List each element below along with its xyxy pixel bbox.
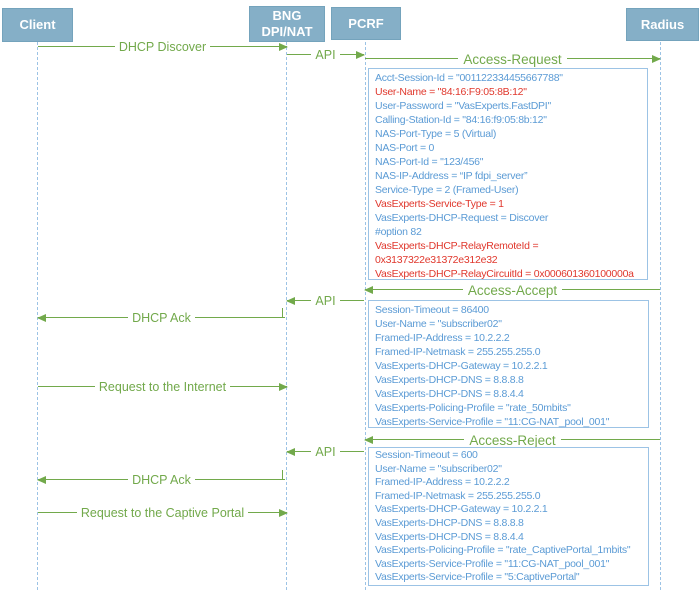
attribute-row: NAS-Port-Type = 5 (Virtual) (375, 128, 497, 140)
message-access-reject: Access-Reject (365, 432, 660, 448)
message-label-request-captive-portal: Request to the Captive Portal (76, 506, 249, 520)
attribute-row: VasExperts-Policing-Profile = "rate_Capt… (375, 544, 631, 557)
message-label-access-reject: Access-Reject (464, 432, 561, 448)
actor-client-label: Client (19, 17, 56, 32)
attribute-row: Service-Type = 2 (Framed-User) (375, 184, 519, 196)
attribute-row: VasExperts-DHCP-DNS = 8.8.8.8 (375, 374, 524, 386)
attribute-row: User-Name = "84:16:F9:05:8B:12" (375, 86, 527, 98)
actor-client: Client (2, 8, 73, 42)
lifeline-pcrf (365, 42, 366, 590)
attribute-row: Framed-IP-Address = 10.2.2.2 (375, 476, 510, 489)
attribute-row: VasExperts-Service-Type = 1 (375, 198, 504, 210)
attribute-row: VasExperts-DHCP-Gateway = 10.2.2.1 (375, 360, 548, 372)
message-access-accept: Access-Accept (365, 282, 660, 298)
lifeline-radius (660, 42, 661, 590)
message-label-dhcp-ack: DHCP Ack (128, 311, 195, 325)
message-label-dhcp-ack: DHCP Ack (128, 473, 195, 487)
attribute-row: Session-Timeout = 86400 (375, 304, 489, 316)
actor-bng: BNG DPI/NAT (249, 6, 325, 42)
attribute-row: VasExperts-DHCP-DNS = 8.8.4.4 (375, 530, 524, 543)
attribute-row: VasExperts-Service-Profile = "11:CG-NAT_… (375, 416, 610, 428)
message-dhcp-ack-2: DHCP Ack (38, 470, 285, 488)
attribute-row: VasExperts-DHCP-Gateway = 10.2.2.1 (375, 503, 548, 516)
attribute-row: NAS-Port-Id = "123/456" (375, 156, 484, 168)
access-request-attributes-box: Acct-Session-Id = "001122334455667788" Us… (368, 68, 648, 280)
attribute-row: NAS-Port = 0 (375, 142, 435, 154)
attribute-row: Framed-IP-Netmask = 255.255.255.0 (375, 346, 541, 358)
attribute-row: VasExperts-Policing-Profile = "rate_50mb… (375, 402, 571, 414)
message-dhcp-discover: DHCP Discover (38, 39, 287, 55)
message-api-reject: API (287, 444, 364, 460)
actor-pcrf: PCRF (331, 7, 401, 40)
message-label-dhcp-discover: DHCP Discover (114, 40, 211, 54)
message-label-api: API (311, 294, 340, 308)
message-request-captive-portal: Request to the Captive Portal (38, 505, 287, 521)
actor-bng-label-line2: DPI/NAT (261, 24, 313, 39)
attribute-row: VasExperts-DHCP-DNS = 8.8.4.4 (375, 388, 524, 400)
attribute-row: User-Password = "VasExperts.FastDPI" (375, 100, 551, 112)
connector-elbow (281, 470, 283, 480)
message-label-access-accept: Access-Accept (462, 282, 563, 298)
actor-pcrf-label: PCRF (348, 15, 384, 31)
attribute-row: Calling-Station-Id = "84:16:f9:05:8b:12" (375, 114, 547, 126)
message-api-accept: API (287, 293, 364, 309)
actor-radius: Radius (626, 8, 699, 41)
attribute-row: #option 82 (375, 226, 422, 238)
lifeline-bng (286, 42, 287, 590)
message-label-request-internet: Request to the Internet (94, 380, 231, 394)
attribute-row: VasExperts-Service-Profile = "11:CG-NAT_… (375, 557, 610, 570)
attribute-row: Framed-IP-Address = 10.2.2.2 (375, 332, 510, 344)
attribute-row: VasExperts-DHCP-RelayRemoteId = (375, 240, 539, 252)
message-label-api: API (311, 48, 340, 62)
message-api-request: API (287, 47, 364, 63)
message-label-api: API (311, 445, 340, 459)
attribute-row: VasExperts-DHCP-Request = Discover (375, 212, 549, 224)
attribute-row: Framed-IP-Netmask = 255.255.255.0 (375, 489, 541, 502)
message-access-request: Access-Request (365, 51, 660, 67)
attribute-row: VasExperts-DHCP-DNS = 8.8.8.8 (375, 516, 524, 529)
message-request-internet: Request to the Internet (38, 379, 287, 395)
message-dhcp-ack-1: DHCP Ack (38, 308, 285, 326)
attribute-row: VasExperts-Service-Profile = "5:CaptiveP… (375, 571, 580, 584)
attribute-row: User-Name = "subscriber02" (375, 462, 502, 475)
attribute-row: User-Name = "subscriber02" (375, 318, 502, 330)
attribute-row: Session-Timeout = 600 (375, 449, 478, 461)
attribute-row: NAS-IP-Address = “IP fdpi_server” (375, 170, 528, 182)
attribute-row: Acct-Session-Id = "001122334455667788" (375, 72, 563, 84)
attribute-row: VasExperts-DHCP-RelayCircuitId = 0x00060… (375, 268, 634, 280)
message-label-access-request: Access-Request (458, 51, 567, 67)
attribute-row: 0x3137322e31372e312e32 (375, 254, 498, 266)
actor-bng-label-line1: BNG (272, 8, 302, 23)
connector-elbow (281, 308, 283, 318)
actor-radius-label: Radius (640, 16, 685, 32)
